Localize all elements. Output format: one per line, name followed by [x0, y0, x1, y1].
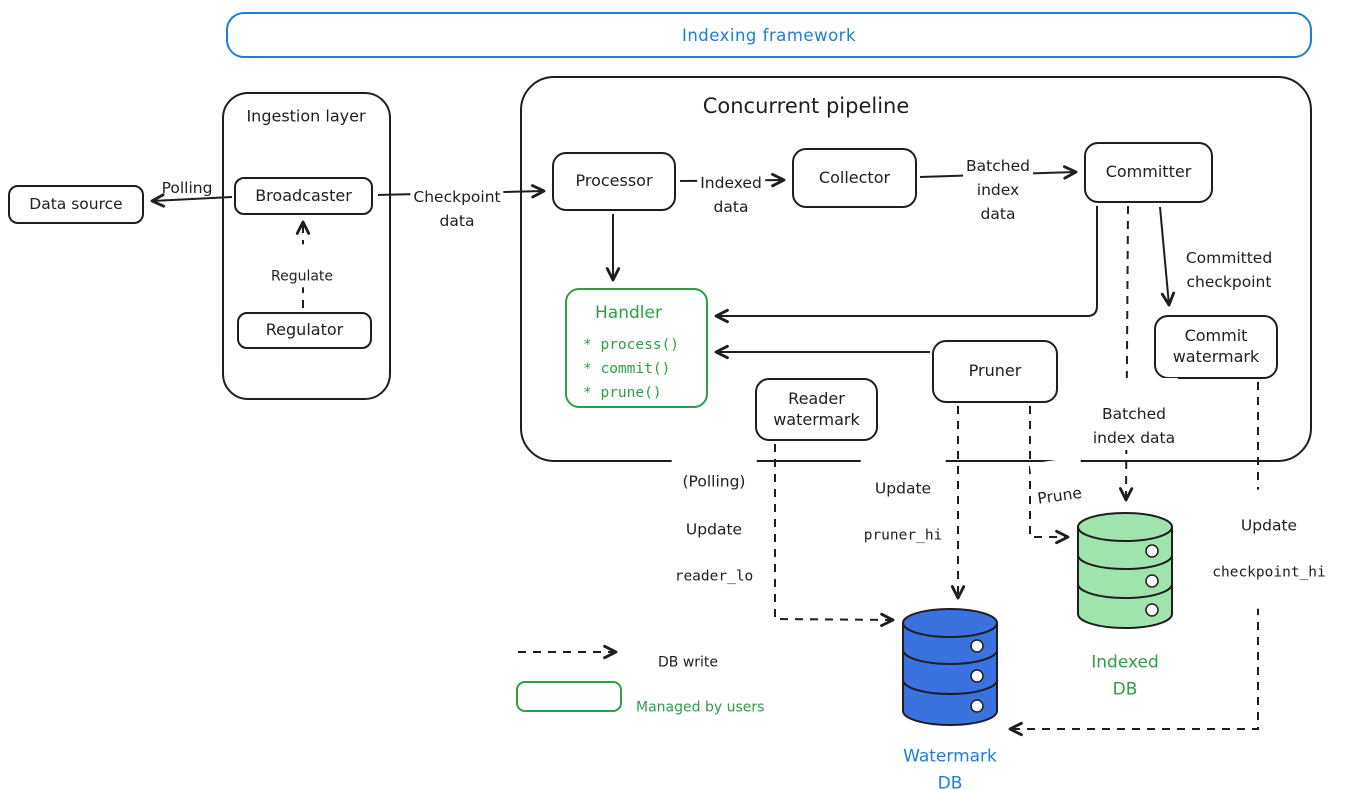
node-label: Commit watermark — [1172, 326, 1260, 366]
concurrent-pipeline-title: Concurrent pipeline — [698, 94, 914, 118]
node-label: Collector — [818, 167, 891, 187]
handler-title: Handler — [595, 303, 662, 323]
node-reader-watermark: Reader watermark — [755, 378, 878, 441]
watermark-db-label: Watermark DB — [903, 746, 997, 790]
edge-broadcaster-to-datasource — [150, 193, 233, 208]
node-broadcaster: Broadcaster — [234, 177, 373, 215]
node-regulator: Regulator — [237, 312, 372, 349]
edge-label-prune: Prune — [1029, 456, 1087, 512]
edge-label-indexed-data: Indexed data — [697, 146, 765, 220]
edge-label-regulate: Regulate — [267, 244, 337, 288]
legend-db-write-label: DB write — [658, 654, 719, 670]
node-handler: Handler * process() * commit() * prune() — [565, 288, 708, 408]
node-label: Reader watermark — [773, 388, 860, 429]
node-label: Broadcaster — [255, 185, 352, 205]
node-label: Data source — [29, 195, 123, 214]
legend-managed-by-users-label: Managed by users — [636, 699, 765, 715]
handler-method-commit: * commit() — [583, 361, 671, 378]
legend-managed-by-users-box — [516, 681, 622, 712]
node-label: Processor — [575, 171, 653, 191]
node-label: Pruner — [968, 361, 1022, 381]
edge-label-batched-index-data-2: Batched index data — [1089, 377, 1179, 451]
banner-title: Indexing framework — [681, 25, 857, 45]
edge-label-committed-checkpoint: Committed checkpoint — [1182, 221, 1276, 295]
edge-label-checkpoint-data: Checkpoint data — [410, 160, 504, 234]
edge-label-polling: Polling — [161, 179, 213, 197]
edge-committer-to-indexed-db — [1118, 205, 1134, 502]
node-label: Regulator — [265, 320, 344, 340]
node-pruner: Pruner — [932, 340, 1058, 403]
edge-pruner-to-indexed-db — [1029, 406, 1070, 545]
edge-committer-to-handler — [714, 206, 1098, 324]
handler-method-prune: * prune() — [583, 385, 662, 402]
node-label: Committer — [1105, 162, 1192, 182]
indexed-db-cylinder — [1077, 512, 1173, 629]
ingestion-layer-title: Ingestion layer — [242, 106, 370, 126]
edge-committer-to-commit-watermark — [1159, 206, 1176, 307]
edge-label-update-pruner-hi: Update pruner_hi — [860, 452, 946, 572]
ingestion-layer-container — [222, 92, 391, 400]
node-data-source: Data source — [8, 185, 144, 224]
indexing-framework-banner: Indexing framework — [226, 12, 1312, 58]
edge-label-update-reader-lo: (Polling) Update reader_lo — [671, 445, 757, 613]
indexed-db-label: Indexed DB — [1091, 652, 1159, 700]
edge-label-update-checkpoint-hi: Update checkpoint_hi — [1209, 489, 1329, 609]
node-processor: Processor — [552, 152, 676, 211]
edge-commit-watermark-to-watermark-db — [1008, 382, 1259, 737]
node-collector: Collector — [792, 148, 917, 208]
node-committer: Committer — [1084, 142, 1213, 203]
handler-method-process: * process() — [583, 337, 680, 354]
watermark-db-cylinder — [902, 608, 998, 726]
edge-label-batched-index-data: Batched index data — [963, 129, 1033, 227]
node-commit-watermark: Commit watermark — [1154, 315, 1278, 379]
